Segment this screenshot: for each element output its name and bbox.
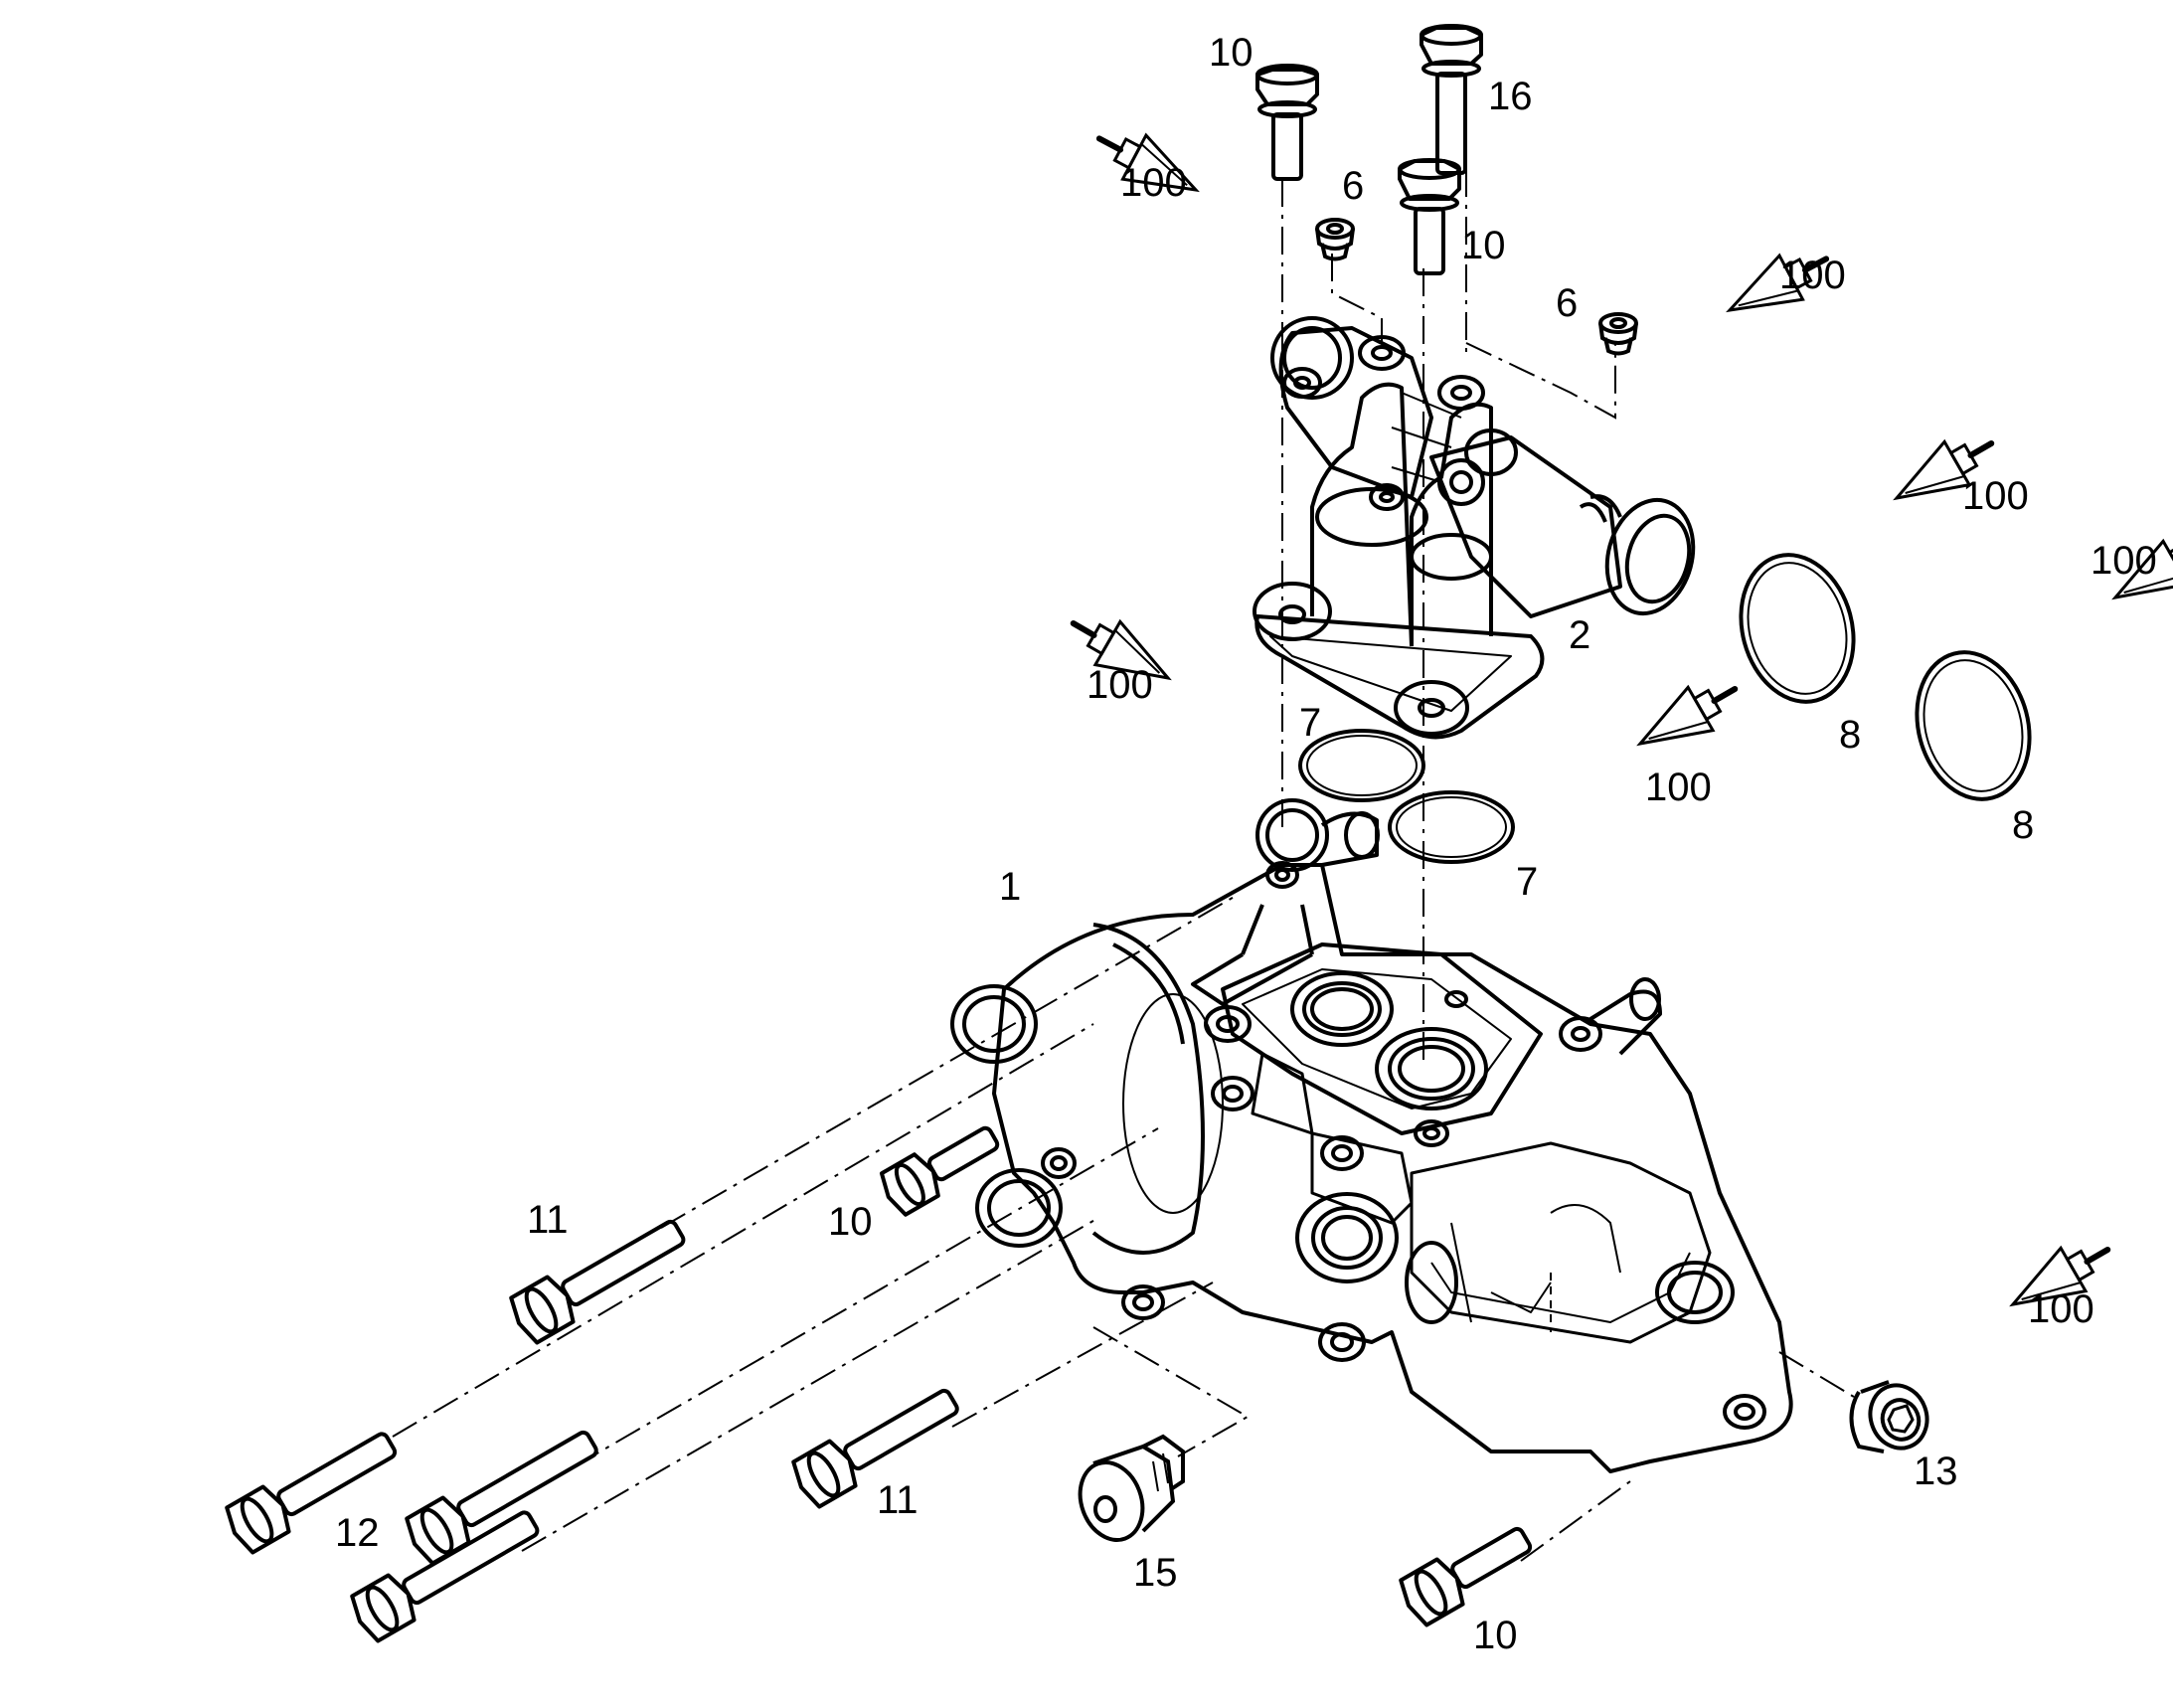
bolt-10-left-small	[877, 1115, 1006, 1218]
callout-100-far-right: 100	[2090, 539, 2157, 583]
callout-7-lower: 7	[1516, 860, 1538, 904]
callout-11-lower: 11	[877, 1478, 919, 1522]
bolt-10-top-center	[1400, 160, 1459, 273]
assembly-leader-lines	[393, 169, 1854, 1561]
main-housing	[952, 800, 1791, 1471]
o-ring-8-lower	[1901, 639, 2045, 811]
plug-13	[1852, 1377, 1936, 1455]
bolt-12-middle	[402, 1419, 604, 1566]
sealant-tubes	[1061, 116, 2173, 1325]
callout-13: 13	[1914, 1450, 1958, 1493]
o-ring-7-lower	[1390, 792, 1513, 862]
o-ring-8-upper	[1725, 542, 1869, 714]
callout-8-lower: 8	[2012, 803, 2034, 847]
callout-100-left-middle: 100	[1086, 663, 1153, 707]
callout-7-upper: 7	[1299, 701, 1321, 745]
callout-6-left: 6	[1342, 164, 1364, 208]
sealant-tube-6	[1628, 667, 1748, 765]
callout-10-left: 10	[828, 1200, 873, 1244]
callout-1: 1	[999, 865, 1021, 909]
callout-10-bottom: 10	[1473, 1614, 1518, 1657]
callout-8-upper: 8	[1839, 713, 1861, 757]
bolt-16	[1421, 26, 1481, 173]
callout-2: 2	[1569, 613, 1590, 657]
callout-16: 16	[1488, 75, 1533, 118]
plug-6-left	[1317, 220, 1353, 259]
callout-100-top-left: 100	[1120, 161, 1187, 205]
plug-6-right	[1600, 314, 1636, 354]
callout-12: 12	[335, 1511, 380, 1555]
callout-10-top-left: 10	[1209, 31, 1254, 75]
bolt-10-bottom	[1396, 1515, 1539, 1627]
callout-11-upper: 11	[527, 1198, 569, 1242]
callout-100-bottom-right: 100	[2028, 1287, 2094, 1331]
callout-6-right: 6	[1556, 281, 1578, 325]
bolt-10-top-left	[1257, 66, 1317, 179]
vertical-bolts	[1257, 26, 1481, 273]
callout-100-right-upper: 100	[1962, 474, 2029, 518]
upper-housing	[1254, 318, 1706, 737]
callout-100-top-right: 100	[1779, 254, 1846, 297]
callout-100-center-right: 100	[1645, 766, 1712, 809]
callout-10-top-center: 10	[1461, 224, 1506, 267]
callout-15: 15	[1133, 1551, 1178, 1595]
drain-plug-15	[1070, 1437, 1183, 1549]
